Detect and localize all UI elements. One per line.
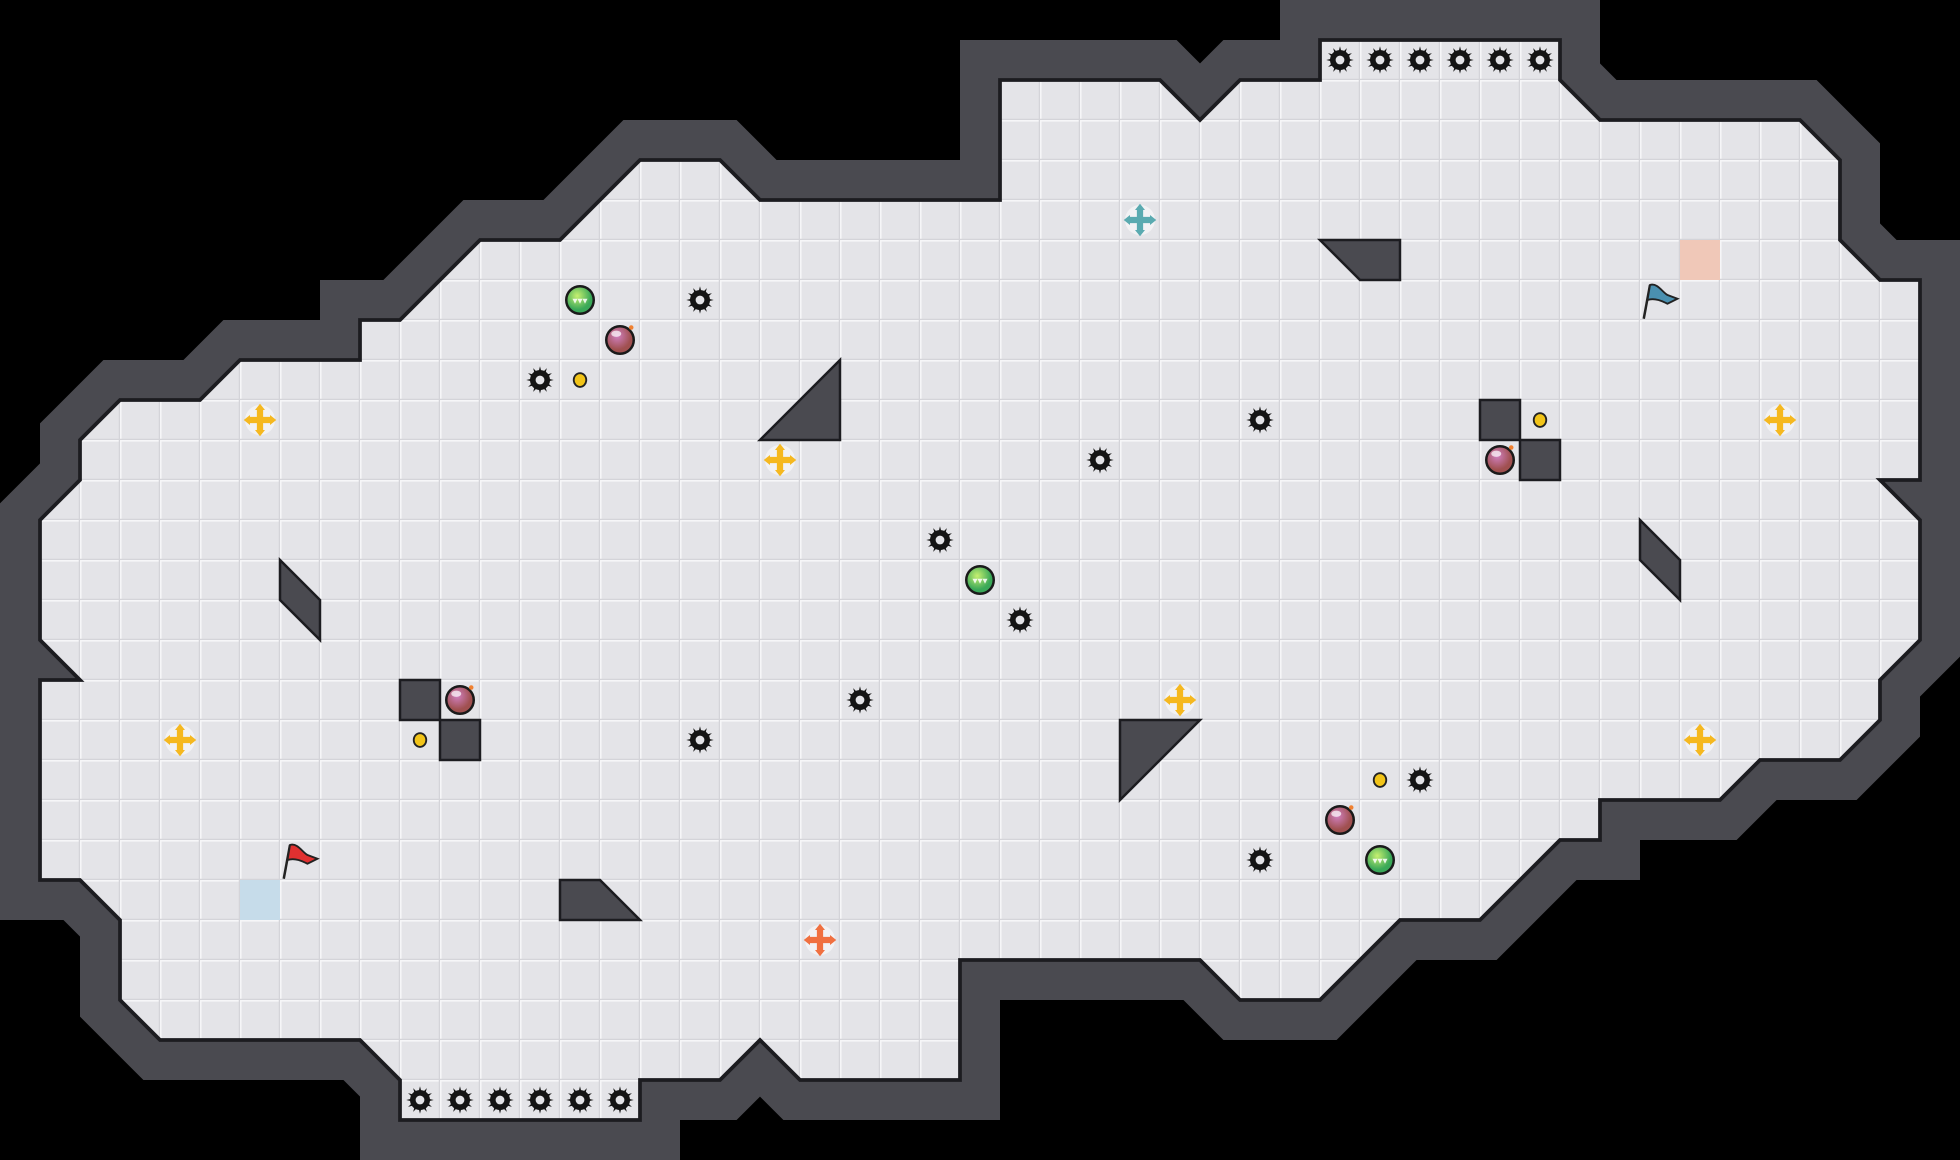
coin-icon [1372, 772, 1388, 788]
gear-spike-icon [1326, 46, 1354, 74]
slime-ball-icon [965, 565, 995, 595]
gear-spike-icon [526, 1086, 554, 1114]
coin-icon [412, 732, 428, 748]
gear-spike-icon [1406, 766, 1434, 794]
bomb-icon [1325, 805, 1355, 835]
flag-icon [1642, 283, 1680, 319]
flag-icon [282, 843, 320, 879]
gear-spike-icon [686, 286, 714, 314]
cross-arrows-icon [1683, 723, 1717, 757]
gear-spike-icon [606, 1086, 634, 1114]
bomb-icon [1485, 445, 1515, 475]
cross-arrows-icon [763, 443, 797, 477]
gear-spike-icon [686, 726, 714, 754]
gear-spike-icon [1006, 606, 1034, 634]
gear-spike-icon [446, 1086, 474, 1114]
gear-spike-icon [526, 366, 554, 394]
goal-tile [1680, 240, 1720, 280]
obstacles [278, 238, 1682, 922]
gear-spike-icon [1086, 446, 1114, 474]
slope-block [278, 556, 322, 644]
gear-spike-icon [846, 686, 874, 714]
gear-spike-icon [1366, 46, 1394, 74]
gear-spike-icon [1526, 46, 1554, 74]
cross-arrows-icon [1763, 403, 1797, 437]
slope-block [1316, 238, 1402, 282]
coin-icon [1532, 412, 1548, 428]
slime-ball-icon [1365, 845, 1395, 875]
cross-arrows-icon [1123, 203, 1157, 237]
gear-spike-icon [1406, 46, 1434, 74]
gear-spike-icon [1246, 846, 1274, 874]
cross-arrows-icon [243, 403, 277, 437]
wall-block [1478, 398, 1522, 442]
wall-block [438, 718, 482, 762]
wall-block [398, 678, 442, 722]
slope-block [558, 878, 644, 922]
gear-spike-icon [926, 526, 954, 554]
slope-block [1118, 718, 1204, 804]
wall-block [1518, 438, 1562, 482]
gear-spike-icon [1486, 46, 1514, 74]
cross-arrows-icon [803, 923, 837, 957]
bomb-icon [445, 685, 475, 715]
slope-block [756, 356, 842, 442]
coin-icon [572, 372, 588, 388]
gear-spike-icon [566, 1086, 594, 1114]
slope-block [1638, 516, 1682, 604]
gear-spike-icon [406, 1086, 434, 1114]
bomb-icon [605, 325, 635, 355]
gear-spike-icon [1246, 406, 1274, 434]
cross-arrows-icon [163, 723, 197, 757]
items [163, 46, 1797, 1114]
cross-arrows-icon [1163, 683, 1197, 717]
gear-spike-icon [1446, 46, 1474, 74]
slime-ball-icon [565, 285, 595, 315]
spawn-tile [240, 880, 280, 920]
gear-spike-icon [486, 1086, 514, 1114]
